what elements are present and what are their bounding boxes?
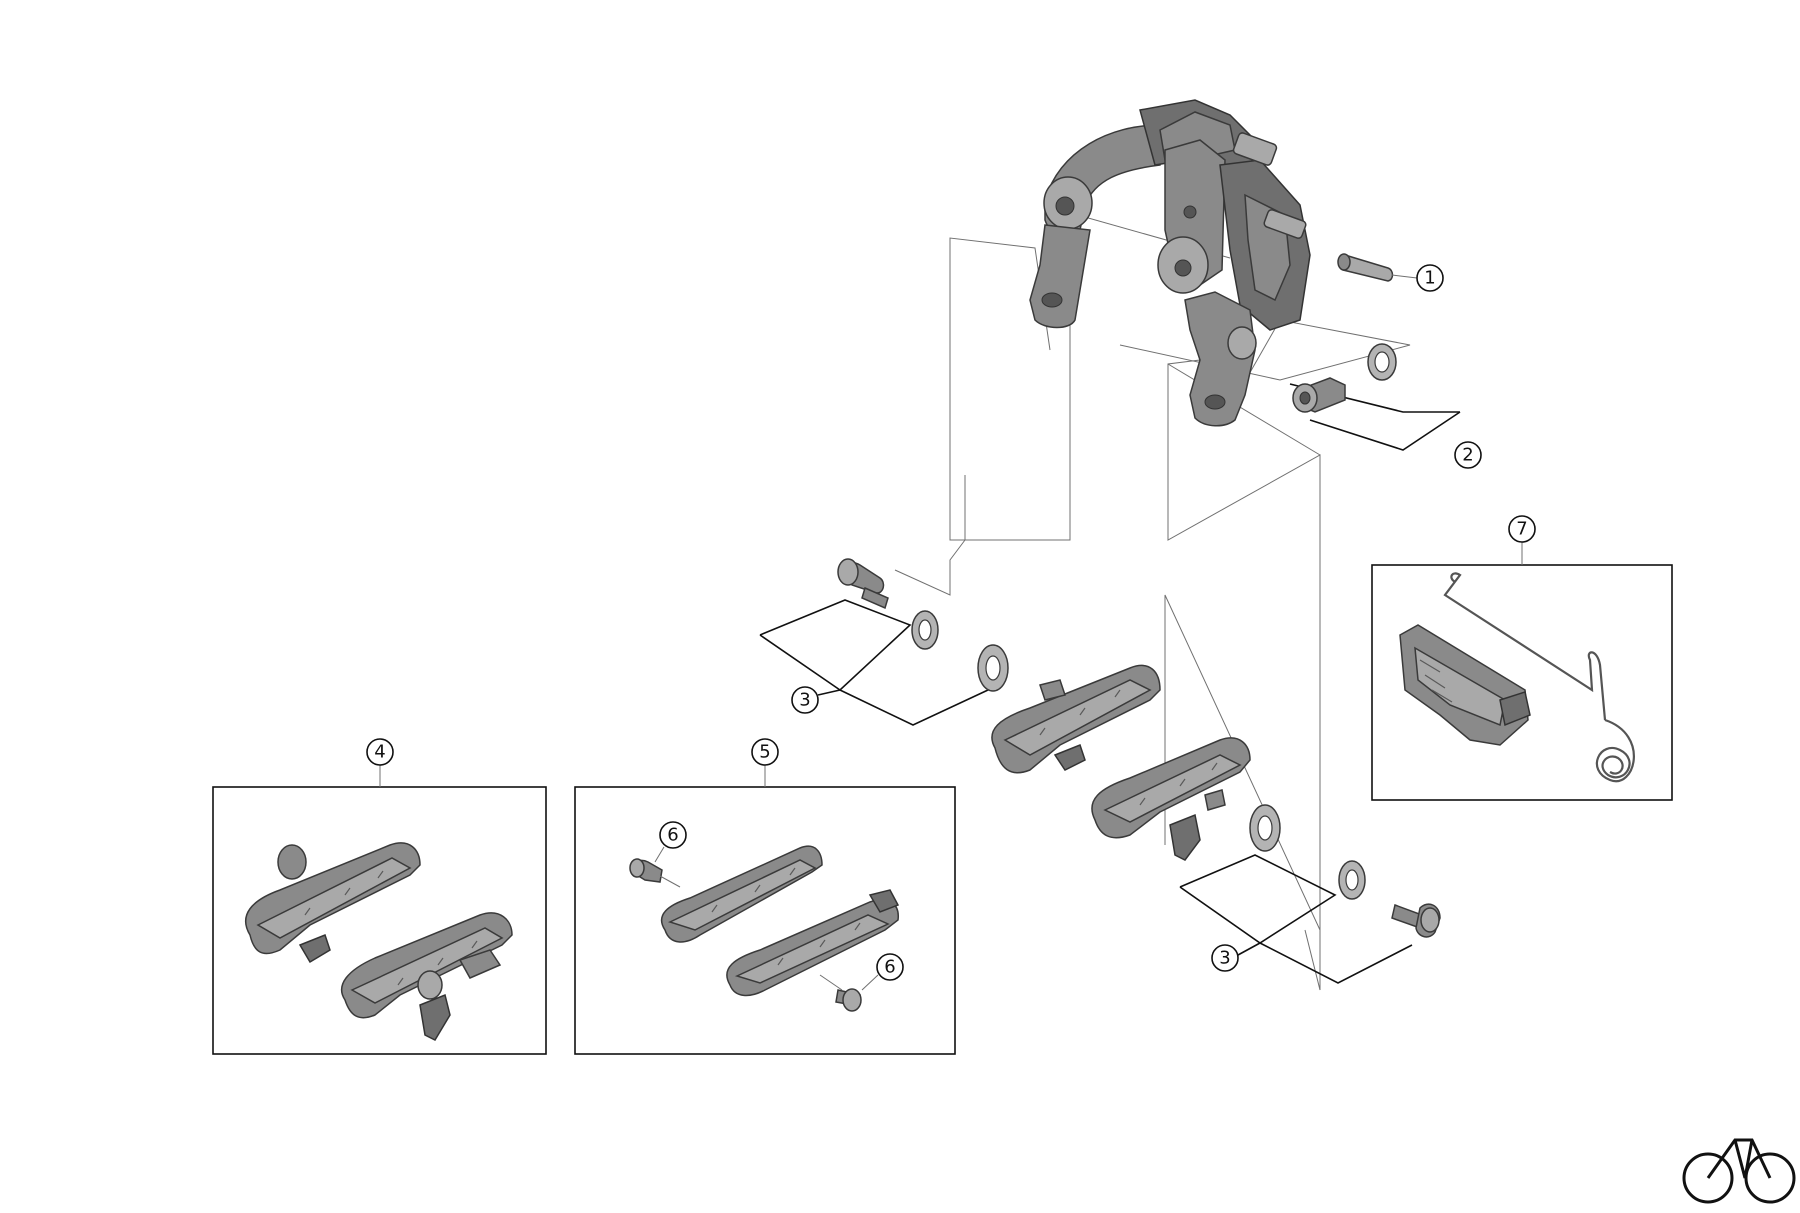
callout-7-label: 7 xyxy=(1516,519,1527,540)
bicycle-icon xyxy=(1682,1138,1796,1204)
callout-3-upper: 3 xyxy=(791,686,819,714)
callout-4: 4 xyxy=(366,738,394,787)
callout-2-label: 2 xyxy=(1462,445,1473,466)
brake-shoe-upper xyxy=(991,664,1161,774)
callout-4-label: 4 xyxy=(374,742,385,763)
part-2-nut-and-washer xyxy=(1292,343,1397,413)
brake-shoe-lower xyxy=(1091,737,1251,861)
bracket-3-lower xyxy=(1179,854,1413,984)
part-6-fixing-screw-lower xyxy=(819,974,862,1012)
bracket-3-upper xyxy=(759,599,989,726)
callout-5-label: 5 xyxy=(759,742,770,763)
part-4-brake-shoe-set xyxy=(244,842,513,1041)
callout-6-lower: 6 xyxy=(861,953,904,991)
part-6-fixing-screw-upper xyxy=(629,858,681,888)
part-3-upper-bolt-and-washers xyxy=(837,558,1009,692)
callout-5: 5 xyxy=(751,738,779,787)
callout-3-lower-label: 3 xyxy=(1219,948,1230,969)
brake-caliper xyxy=(1029,99,1311,427)
callout-6-upper-label: 6 xyxy=(667,825,678,846)
part-5-shoe-inserts xyxy=(660,845,900,997)
part-7-return-spring-set xyxy=(1399,572,1635,783)
callout-1: 1 xyxy=(1391,264,1444,292)
part-1-pivot-pin xyxy=(1337,253,1394,282)
callout-1-label: 1 xyxy=(1424,268,1435,289)
part-3-lower-bolt-and-washers xyxy=(1249,804,1441,938)
leader-lines xyxy=(894,209,1411,991)
callout-6-lower-label: 6 xyxy=(884,957,895,978)
callout-3-lower: 3 xyxy=(1211,944,1239,972)
callout-3-upper-label: 3 xyxy=(799,690,810,711)
callout-7: 7 xyxy=(1508,515,1536,565)
callout-2: 2 xyxy=(1454,441,1482,469)
callout-6-upper: 6 xyxy=(654,821,687,863)
